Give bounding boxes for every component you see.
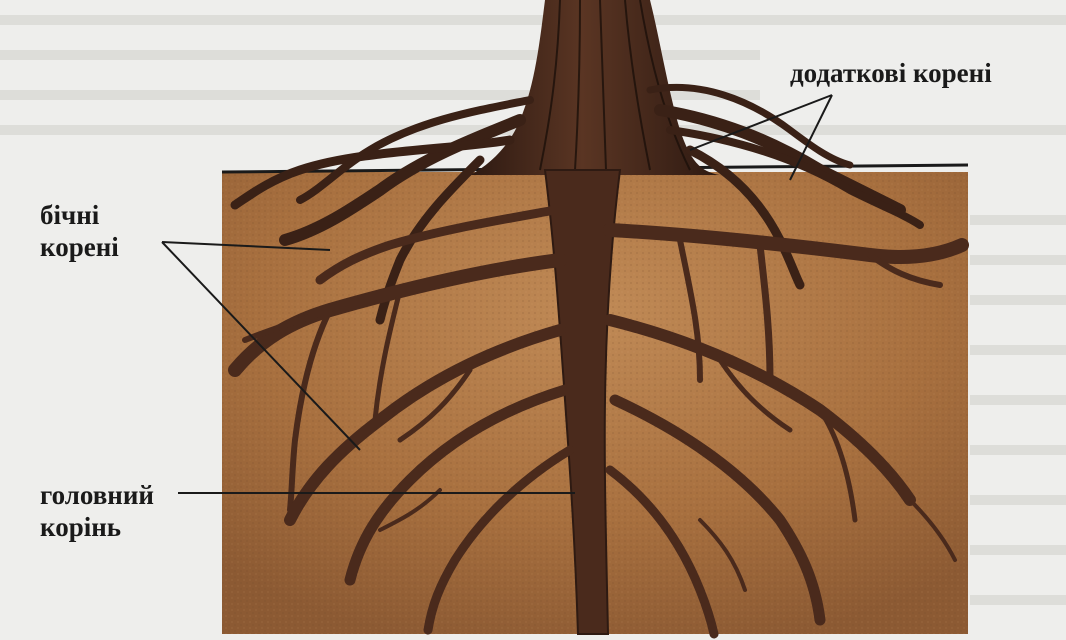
label-lateral-roots-line1: бічні — [40, 200, 119, 232]
label-additional-roots-text: додаткові корені — [790, 58, 992, 90]
label-main-root-line2: корінь — [40, 512, 154, 544]
label-main-root: головний корінь — [40, 480, 154, 544]
label-additional-roots: додаткові корені — [790, 58, 992, 90]
label-main-root-line1: головний — [40, 480, 154, 512]
label-lateral-roots-line2: корені — [40, 232, 119, 264]
label-lateral-roots: бічні корені — [40, 200, 119, 264]
